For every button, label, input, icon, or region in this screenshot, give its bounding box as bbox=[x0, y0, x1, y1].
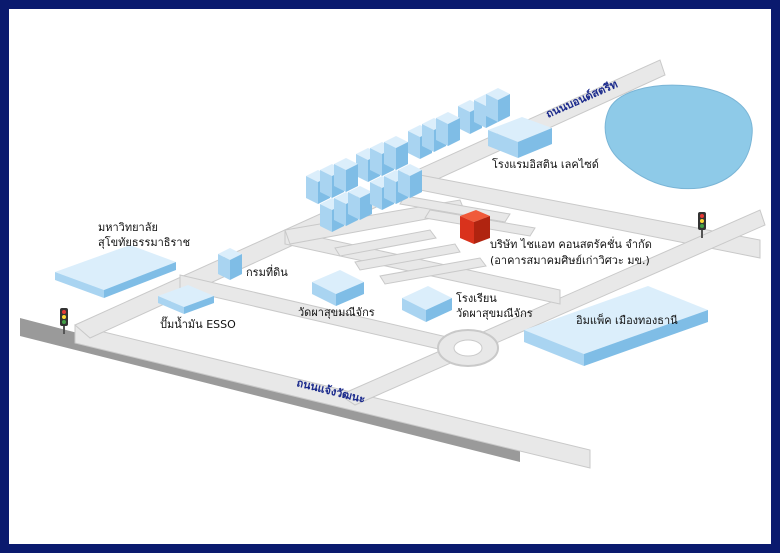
land-dept-building bbox=[218, 248, 242, 280]
university-building bbox=[55, 245, 176, 298]
roundabout-center bbox=[453, 339, 483, 357]
impact-building bbox=[524, 286, 708, 366]
lake bbox=[604, 84, 753, 190]
esso-label: ปั๊มน้ำมัน ESSO bbox=[160, 316, 236, 331]
temple-label: วัดผาสุขมณีจักร bbox=[298, 306, 375, 319]
cross-street-1 bbox=[334, 229, 437, 257]
land-dept-label: กรมที่ดิน bbox=[246, 264, 288, 279]
traffic-light-icon bbox=[698, 212, 706, 238]
company-label-line2: (อาคารสมาคมศิษย์เก่าวิศวะ มข.) bbox=[490, 254, 650, 267]
hotel-label: โรงแรมอิสติน เลคไซด์ bbox=[492, 157, 599, 171]
cross-street-2 bbox=[354, 243, 461, 271]
university-label-line2: สุโขทัยธรรมาธิราช bbox=[98, 235, 190, 249]
temple-building bbox=[312, 270, 364, 306]
cross-street-3 bbox=[379, 257, 487, 285]
university-label-line1: มหาวิทยาลัย bbox=[98, 221, 158, 234]
school-label-line2: วัดผาสุขมณีจักร bbox=[456, 307, 533, 320]
location-map: ถนนบอนด์สตรีท ถนนแจ้งวัฒนะ โรงแรมอิสติน … bbox=[20, 59, 766, 469]
esso-building bbox=[158, 285, 214, 314]
chaeng-watthana-road-side bbox=[74, 324, 591, 469]
hotel-building bbox=[488, 117, 552, 158]
traffic-light-icon bbox=[60, 308, 68, 334]
impact-label: อิมแพ็ค เมืองทองธานี bbox=[576, 313, 679, 327]
school-building bbox=[402, 286, 452, 322]
company-label-line1: บริษัท ไชแอท คอนสตรัคชั่น จำกัด bbox=[490, 236, 652, 251]
company-building-highlight bbox=[460, 210, 490, 244]
school-label-line1: โรงเรียน bbox=[456, 291, 497, 305]
building-cluster-north bbox=[306, 88, 510, 232]
